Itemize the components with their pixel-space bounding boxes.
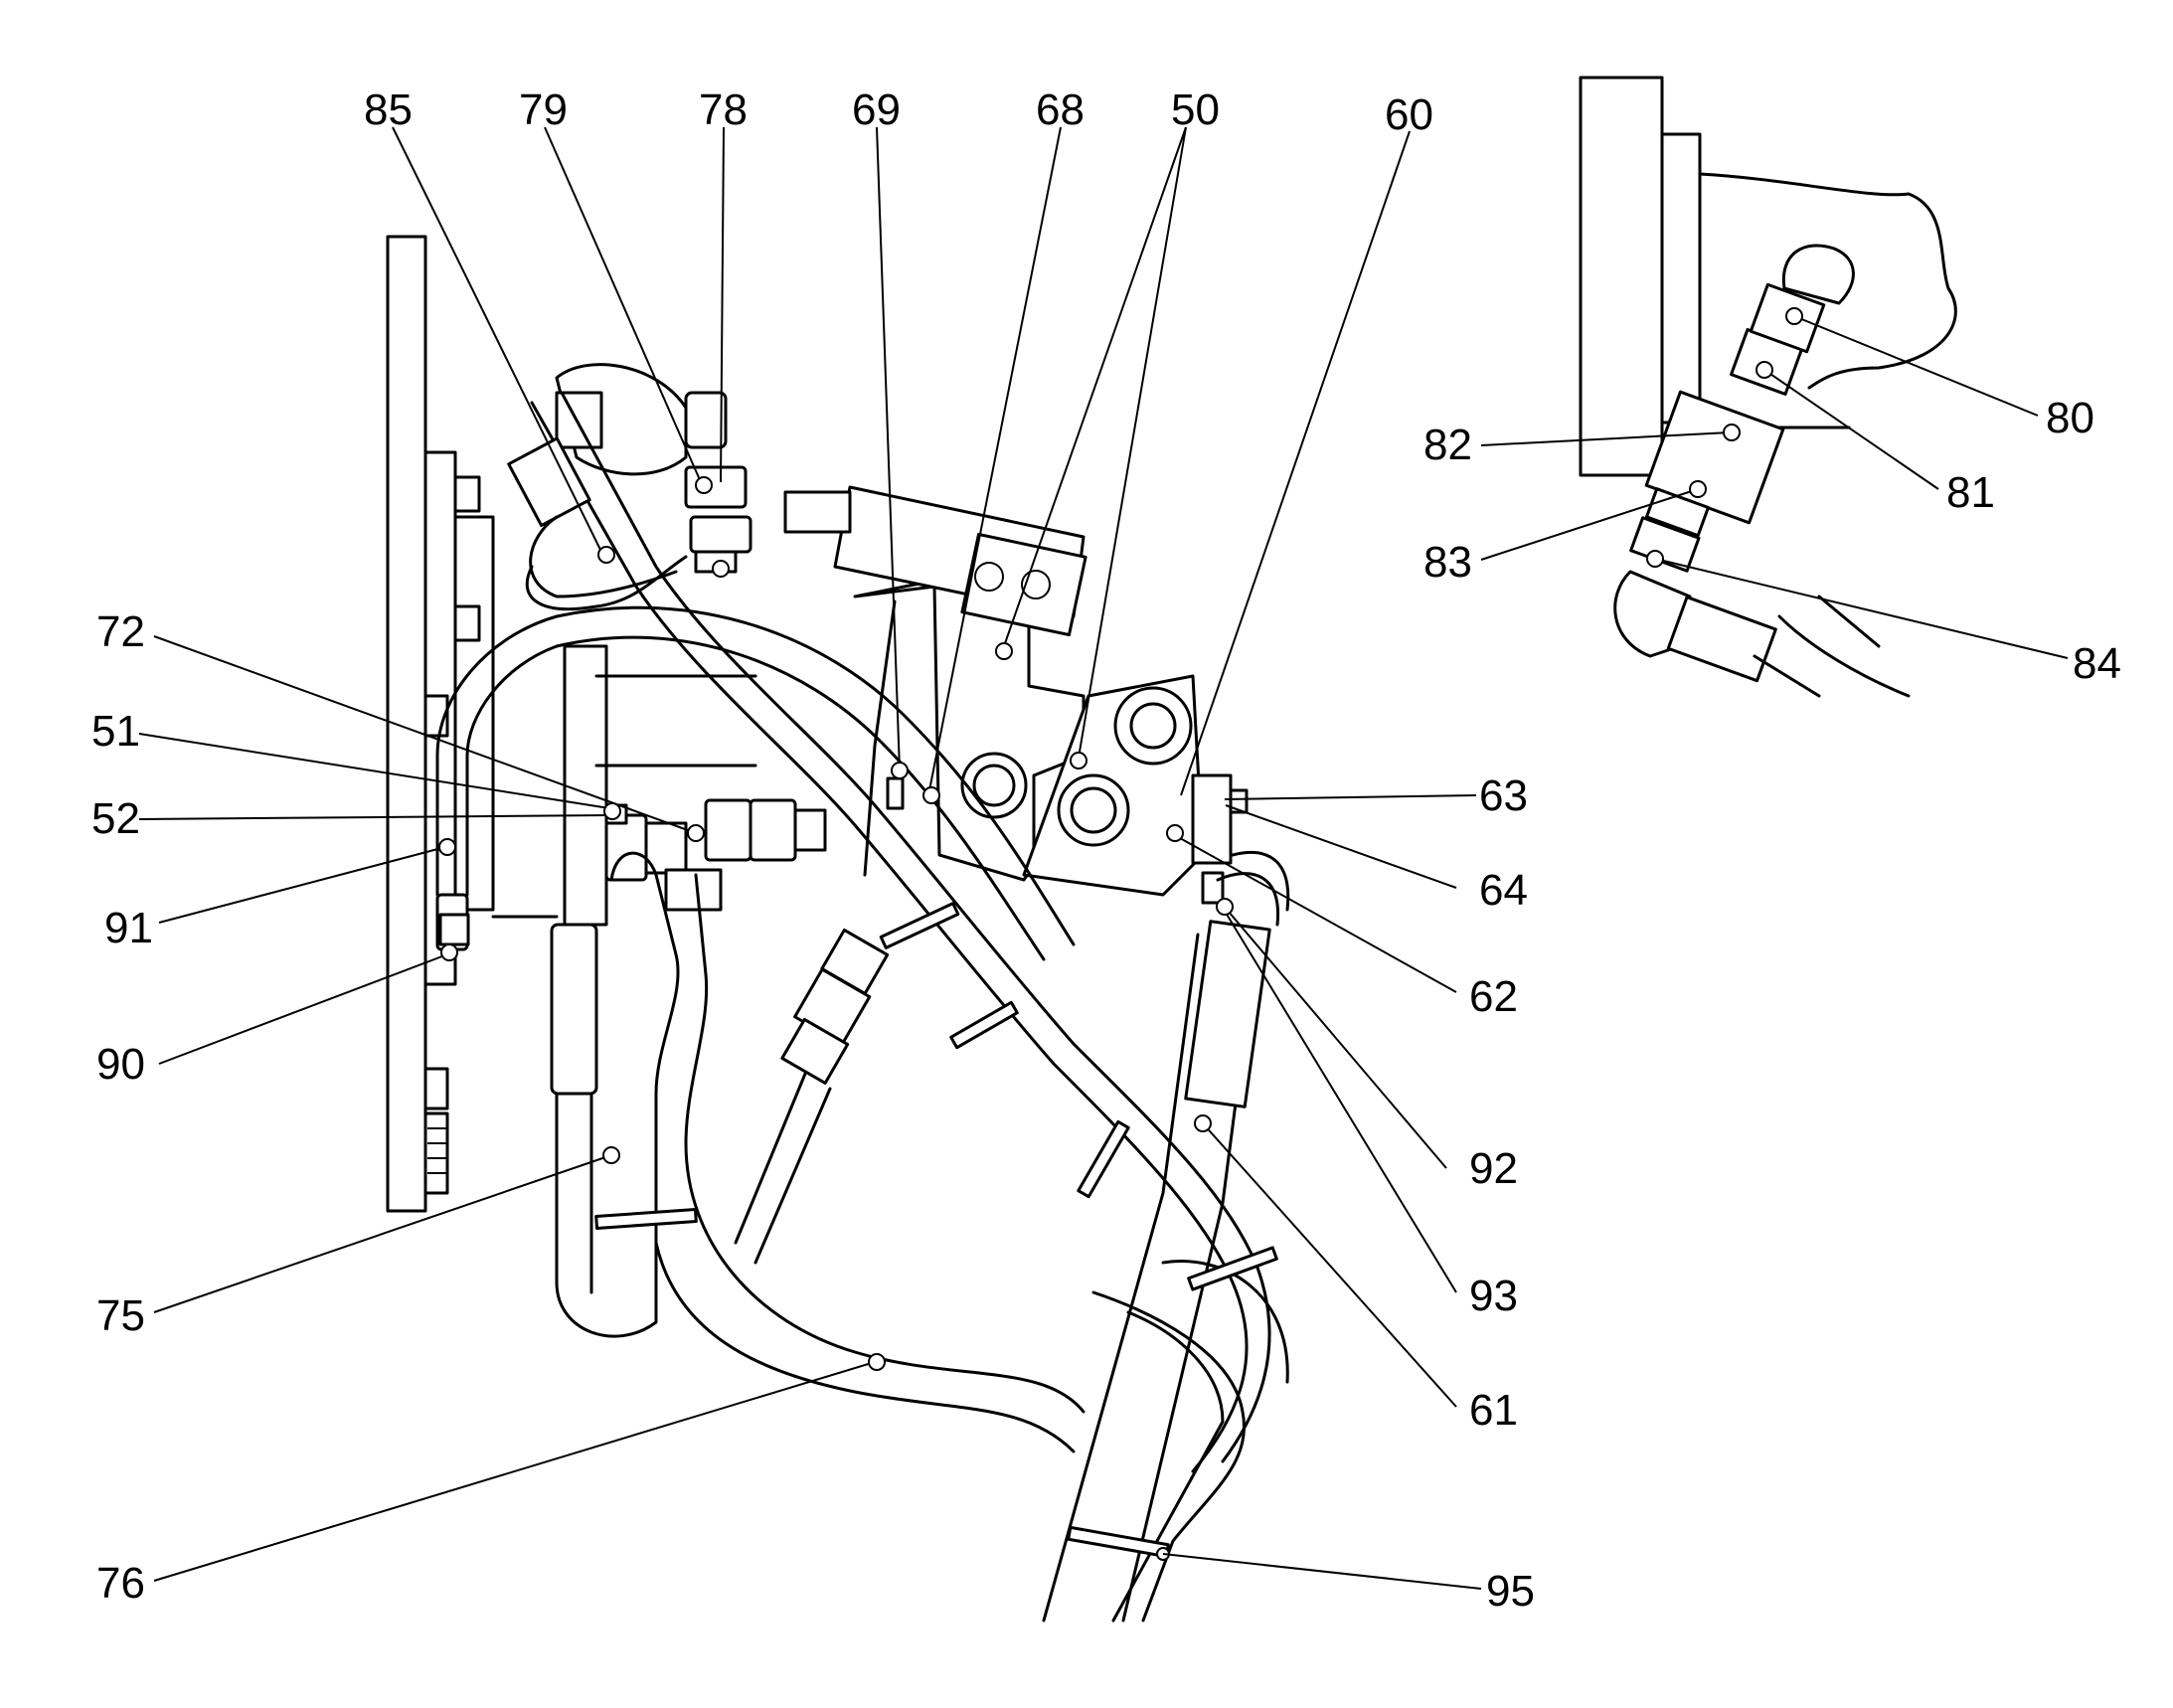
reference-numerals: 85 79 78 69 68 50 60 72 51 52 91 90 75 7… [91, 85, 2121, 1616]
label-51: 51 [91, 707, 140, 756]
label-50: 50 [1171, 85, 1220, 134]
hose-75 [550, 851, 709, 1338]
label-91: 91 [104, 904, 153, 952]
hose-72-curve [525, 515, 688, 611]
label-64: 64 [1479, 866, 1528, 915]
leader-dots [438, 307, 1803, 1371]
label-61: 61 [1469, 1386, 1518, 1435]
label-63: 63 [1479, 771, 1528, 820]
valve-body [853, 575, 1249, 905]
tee-fitting [734, 928, 890, 1265]
detail-valve [1613, 244, 1855, 698]
label-83: 83 [1423, 538, 1472, 587]
label-80: 80 [2046, 394, 2094, 442]
plate-bolts [423, 475, 481, 1195]
label-75: 75 [96, 1291, 145, 1340]
cable-ties [594, 902, 1278, 1561]
label-82: 82 [1423, 421, 1472, 469]
leader-lines [138, 126, 2069, 1590]
label-76: 76 [96, 1559, 145, 1608]
label-81: 81 [1946, 468, 1995, 517]
label-95: 95 [1486, 1567, 1535, 1616]
label-84: 84 [2073, 639, 2121, 688]
label-72: 72 [96, 607, 145, 656]
detail-inset [1579, 76, 1957, 698]
solenoid-cylinder [783, 485, 1087, 877]
label-60: 60 [1385, 90, 1433, 139]
hose-76 [654, 1141, 1086, 1453]
label-79: 79 [519, 85, 568, 134]
top-fittings [555, 363, 752, 574]
fitting-row [604, 798, 827, 912]
hose-61 [1042, 850, 1290, 1623]
lower-hose-bundle [1091, 1260, 1289, 1623]
label-92: 92 [1469, 1144, 1518, 1193]
label-62: 62 [1469, 972, 1518, 1021]
label-78: 78 [699, 85, 748, 134]
mounting-plate [386, 235, 495, 1213]
label-93: 93 [1469, 1272, 1518, 1320]
label-52: 52 [91, 794, 140, 843]
label-90: 90 [96, 1040, 145, 1089]
label-68: 68 [1036, 85, 1085, 134]
label-85: 85 [364, 85, 413, 134]
label-69: 69 [852, 85, 901, 134]
